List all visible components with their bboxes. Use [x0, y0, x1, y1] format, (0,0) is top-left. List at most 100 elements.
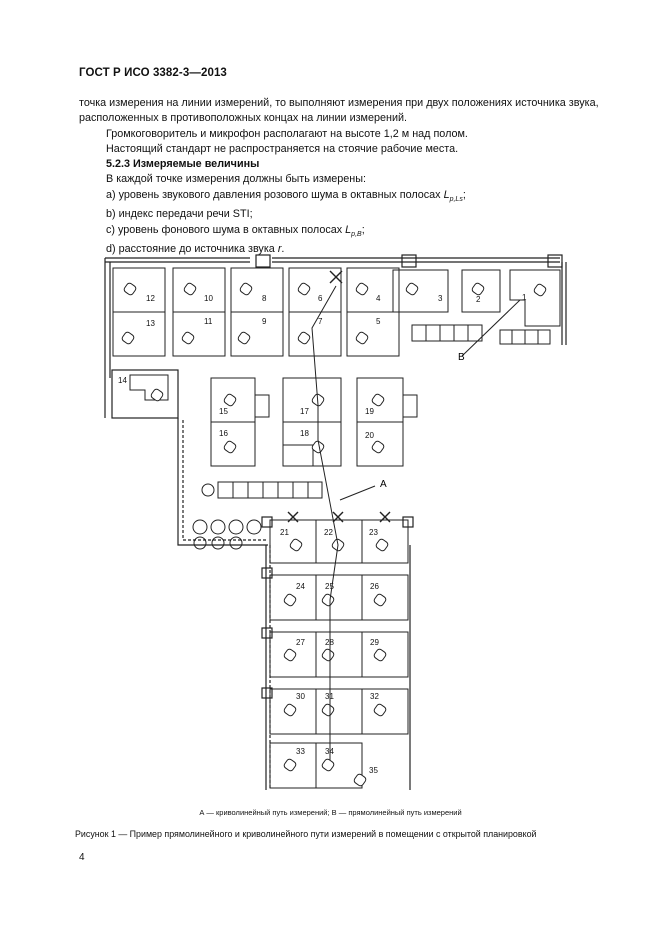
- chair-icon: [223, 440, 237, 454]
- workstation-label-35: 35: [369, 766, 378, 775]
- list-item-a-end: ;: [462, 188, 466, 201]
- workstation-label-11: 11: [204, 317, 213, 326]
- workstation-label-26: 26: [370, 582, 379, 591]
- workstation-label-29: 29: [370, 638, 379, 647]
- workstation-label-34: 34: [325, 747, 334, 756]
- chair-icon: [283, 648, 297, 662]
- workstation-label-33: 33: [296, 747, 305, 756]
- speaker-icon: [332, 511, 344, 523]
- chair-icon: [375, 538, 389, 552]
- chair-icon: [353, 773, 367, 787]
- chair-icon: [181, 331, 195, 345]
- list-item-d-end: .: [281, 242, 285, 255]
- workstation-label-22: 22: [324, 528, 333, 537]
- workstation-label-10: 10: [204, 294, 213, 303]
- figure-legend: А — криволинейный путь измерений; В — пр…: [199, 808, 462, 817]
- speaker-icon: [329, 270, 343, 284]
- workstation-label-32: 32: [370, 692, 379, 701]
- chair-icon: [121, 331, 135, 345]
- workstation-label-1: 1: [522, 293, 527, 302]
- subscript-pls: p,Ls: [449, 195, 463, 203]
- loudspeaker-icons: [287, 270, 391, 523]
- subscript-pb: p,B: [351, 230, 362, 238]
- list-item-c: c) уровень фонового шума в октавных поло…: [79, 223, 599, 242]
- workstation-label-7: 7: [318, 317, 323, 326]
- speaker-icon: [287, 511, 299, 523]
- workstation-label-30: 30: [296, 692, 305, 701]
- chair-icon: [297, 282, 311, 296]
- chair-icon: [371, 393, 385, 407]
- path-a-line: [311, 285, 339, 760]
- workstation-label-4: 4: [376, 294, 381, 303]
- chair-icon: [283, 758, 297, 772]
- chair-icon: [239, 282, 253, 296]
- chair-icon: [283, 593, 297, 607]
- workstation-label-14: 14: [118, 376, 127, 385]
- workstation-label-25: 25: [325, 582, 334, 591]
- workstation-label-8: 8: [262, 294, 267, 303]
- body-text: точка измерения на линии измерений, то в…: [79, 96, 599, 257]
- chair-icon: [321, 648, 335, 662]
- paragraph-4: В каждой точке измерения должны быть изм…: [106, 173, 367, 186]
- paragraph-2: Громкоговоритель и микрофон располагают …: [106, 127, 468, 140]
- symbol-r: r: [277, 242, 282, 255]
- chair-icon: [355, 331, 369, 345]
- workstation-label-20: 20: [365, 431, 374, 440]
- chair-icon: [405, 282, 419, 296]
- workstation-label-2: 2: [476, 295, 481, 304]
- path-b-line: [461, 299, 521, 357]
- workstation-label-18: 18: [300, 429, 309, 438]
- document-header: ГОСТ Р ИСО 3382-3—2013: [79, 67, 227, 79]
- chair-icon: [297, 331, 311, 345]
- path-a-leader: [339, 485, 376, 501]
- measurement-paths: [311, 285, 521, 760]
- paragraph-1: точка измерения на линии измерений, то в…: [79, 97, 599, 125]
- list-item-d-text: d) расстояние до источника звука: [106, 242, 278, 255]
- chair-icon: [123, 282, 137, 296]
- chair-icon: [223, 393, 237, 407]
- section-heading: 5.2.3 Измеряемые величины: [106, 158, 260, 171]
- symbol-l: L: [345, 223, 352, 236]
- workstation-label-3: 3: [438, 294, 443, 303]
- list-item-a-text: a) уровень звукового давления розового ш…: [106, 188, 444, 201]
- chairs: [121, 282, 547, 787]
- chair-icon: [321, 593, 335, 607]
- chair-icon: [373, 703, 387, 717]
- chair-icon: [283, 703, 297, 717]
- list-item-c-text: c) уровень фонового шума в октавных поло…: [106, 223, 346, 236]
- chair-icon: [183, 282, 197, 296]
- list-item-b: b) индекс передачи речи STI;: [106, 208, 253, 221]
- workstation-label-21: 21: [280, 528, 289, 537]
- workstations: [112, 267, 561, 789]
- path-a-label: A: [380, 479, 387, 490]
- workstation-label-17: 17: [300, 407, 309, 416]
- workstation-label-27: 27: [296, 638, 305, 647]
- walls: [104, 254, 567, 790]
- paragraph-3: Настоящий стандарт не распространяется н…: [106, 142, 459, 155]
- symbol-l: L: [443, 188, 450, 201]
- figure-caption: Рисунок 1 — Пример прямолинейного и крив…: [75, 829, 537, 839]
- workstation-label-28: 28: [325, 638, 334, 647]
- workstation-label-31: 31: [325, 692, 334, 701]
- chair-icon: [321, 703, 335, 717]
- workstation-label-15: 15: [219, 407, 228, 416]
- workstation-label-13: 13: [146, 319, 155, 328]
- workstation-label-12: 12: [146, 294, 155, 303]
- chair-icon: [373, 593, 387, 607]
- workstation-label-19: 19: [365, 407, 374, 416]
- workstation-label-23: 23: [369, 528, 378, 537]
- chair-icon: [373, 648, 387, 662]
- chair-icon: [311, 440, 325, 454]
- chair-icon: [371, 440, 385, 454]
- speaker-icon: [379, 511, 391, 523]
- chair-icon: [471, 282, 485, 296]
- list-item-c-end: ;: [361, 223, 365, 236]
- page-number: 4: [79, 852, 85, 863]
- workstation-label-9: 9: [262, 317, 267, 326]
- chair-icon: [355, 282, 369, 296]
- chair-icon: [533, 283, 547, 297]
- chair-icon: [289, 538, 303, 552]
- list-item-a: a) уровень звукового давления розового ш…: [79, 188, 599, 207]
